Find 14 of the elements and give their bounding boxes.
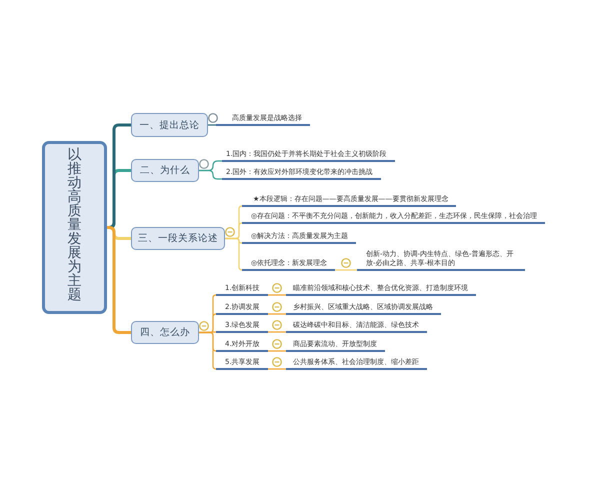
connector-line [268, 331, 286, 333]
connector-line [268, 313, 286, 315]
connector-line [199, 294, 217, 334]
connector-line [268, 350, 286, 352]
topic-box: 四、怎么办 [131, 321, 199, 344]
topic-box: 三、一段关系论述 [131, 227, 225, 250]
connector-line [268, 368, 286, 370]
connector-line [268, 294, 286, 296]
central-topic-box: 以推动高质量发展为主题 [42, 141, 107, 314]
connector-line [225, 205, 243, 240]
connector-line [199, 160, 222, 172]
topic-box: 一、提出总论 [131, 113, 208, 137]
topic-box: 二、为什么 [131, 159, 199, 182]
connector-line [335, 269, 357, 271]
